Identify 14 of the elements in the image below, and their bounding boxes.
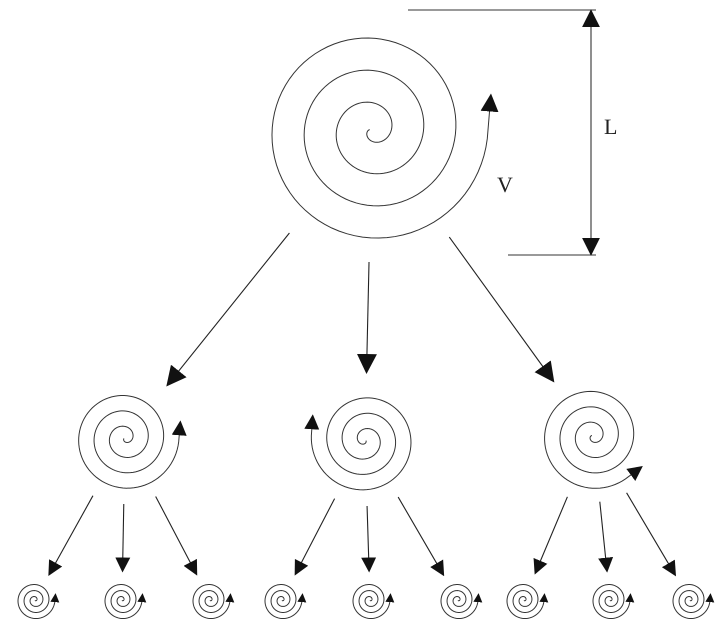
arrow — [626, 492, 676, 576]
arrow — [361, 506, 376, 573]
velocity-label: V — [497, 174, 513, 196]
arrow — [48, 495, 94, 576]
arrow — [398, 496, 444, 576]
arrow — [356, 262, 377, 374]
arrow — [115, 504, 130, 572]
arrow — [294, 498, 336, 576]
arrow — [448, 236, 554, 382]
arrow — [155, 496, 198, 576]
arrow — [598, 502, 614, 573]
arrow — [166, 232, 290, 386]
dimension-label: L — [604, 116, 618, 138]
arrow — [534, 496, 568, 575]
